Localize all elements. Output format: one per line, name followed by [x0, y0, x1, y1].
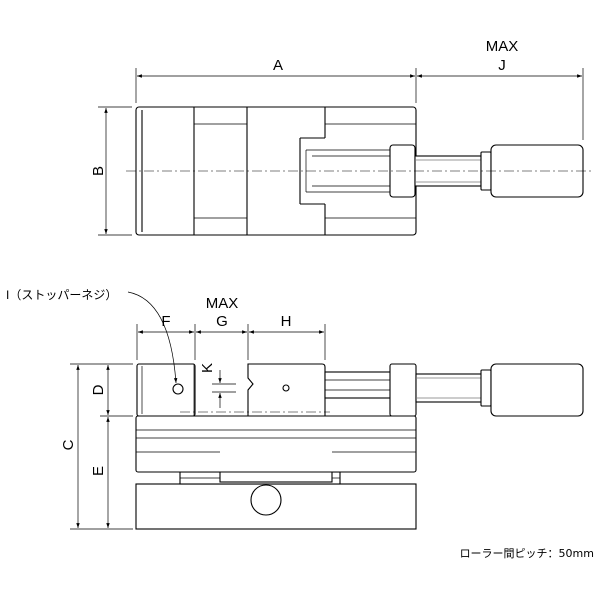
stopper-label-group: I（ストッパーネジ） [6, 288, 178, 384]
side-view-handle [490, 363, 584, 417]
label-f: F [161, 313, 170, 330]
side-view-fixed-jaw [136, 363, 196, 417]
label-a: A [273, 57, 283, 74]
label-e: E [90, 466, 107, 476]
label-d: D [90, 384, 107, 395]
dimension-j: MAX J [417, 38, 584, 140]
side-view [135, 363, 584, 530]
label-i-stopper: I（ストッパーネジ） [6, 288, 117, 302]
base-roller [250, 484, 282, 516]
label-j: J [498, 57, 506, 74]
dimension-fgh: F G H [136, 313, 326, 360]
label-max-mid: MAX [206, 295, 239, 312]
side-view-body [135, 415, 417, 473]
dimension-a: A [135, 57, 417, 103]
label-c: C [60, 439, 77, 450]
dimension-b: B [90, 106, 132, 236]
side-view-nut [389, 363, 417, 417]
dimension-k: K [199, 363, 236, 408]
label-h: H [281, 313, 292, 330]
label-max-top: MAX [486, 38, 519, 55]
label-g: G [216, 313, 228, 330]
label-b: B [90, 166, 107, 176]
dimension-cde: C D E [60, 363, 133, 530]
label-k: K [199, 363, 216, 373]
stopper-screw [172, 383, 184, 395]
roller-pitch-note: ローラー間ピッチ：50mm [460, 547, 594, 560]
top-view [126, 106, 592, 236]
